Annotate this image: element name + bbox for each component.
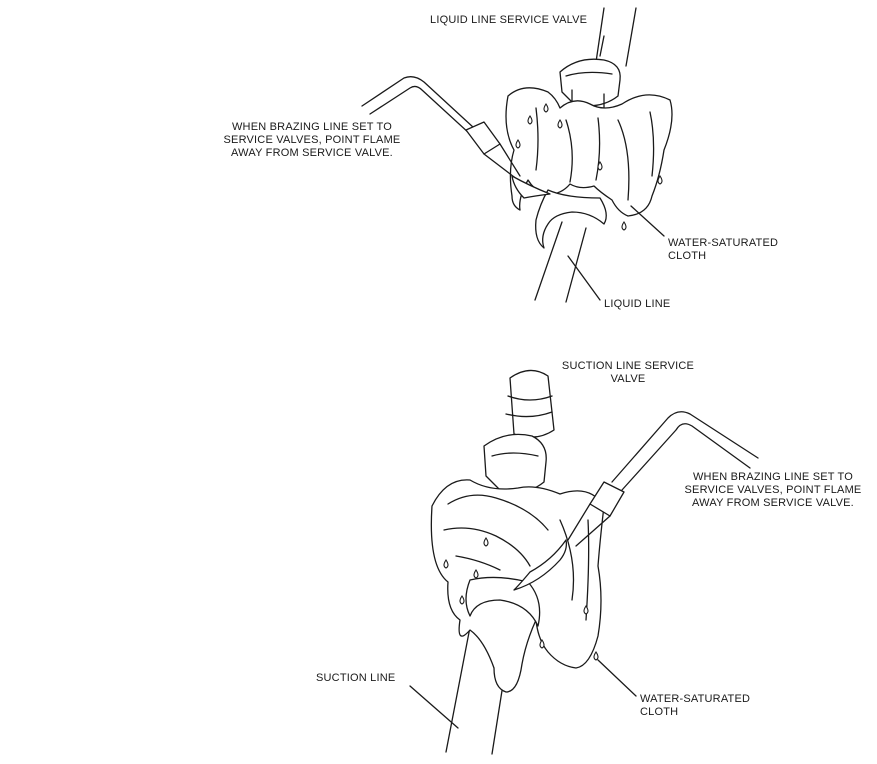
suction-valve-cap [509,369,555,438]
suction-line-label: SUCTION LINE [316,672,396,684]
liquid-warning-note: WHEN BRAZING LINE SET TO SERVICE VALVES,… [216,121,408,160]
liquid-wet-cloth [505,87,673,217]
suction-cloth-line2: CLOTH [640,706,679,718]
suction-valve-line2: VALVE [610,373,646,385]
liquid-torch-flame [511,175,551,199]
liquid-line-assembly [361,7,673,303]
suction-warning-line2: SERVICE VALVES, POINT FLAME [684,484,862,496]
liquid-brazing-torch [361,76,475,135]
suction-cloth-label: WATER-SATURATED CLOTH [640,693,750,719]
suction-warning-line1: WHEN BRAZING LINE SET TO [692,471,854,483]
liquid-line-tube [534,221,587,303]
liquid-warning-line1: WHEN BRAZING LINE SET TO [231,121,393,133]
suction-valve-label: SUCTION LINE SERVICE VALVE [556,360,700,386]
liquid-valve-nut [559,58,621,107]
suction-cloth-line1: WATER-SATURATED [640,693,751,705]
suction-brazing-torch [611,411,759,491]
suction-line-assembly [409,369,759,755]
suction-warning-note: WHEN BRAZING LINE SET TO SERVICE VALVES,… [676,471,870,510]
liquid-cloth-line2: CLOTH [668,250,707,262]
liquid-warning-line3: AWAY FROM SERVICE VALVE. [231,147,393,159]
suction-valve-nut [483,433,547,494]
liquid-line-label: LIQUID LINE [604,298,671,310]
liquid-cloth-line1: WATER-SATURATED [668,237,779,249]
suction-torch-flame [513,539,568,591]
suction-warning-line3: AWAY FROM SERVICE VALVE. [692,497,854,509]
liquid-valve-stem [595,7,637,67]
suction-valve-line1: SUCTION LINE SERVICE [561,360,695,372]
liquid-warning-line2: SERVICE VALVES, POINT FLAME [223,134,401,146]
liquid-valve-label: LIQUID LINE SERVICE VALVE [430,14,588,26]
liquid-cloth-label: WATER-SATURATED CLOTH [668,237,778,263]
